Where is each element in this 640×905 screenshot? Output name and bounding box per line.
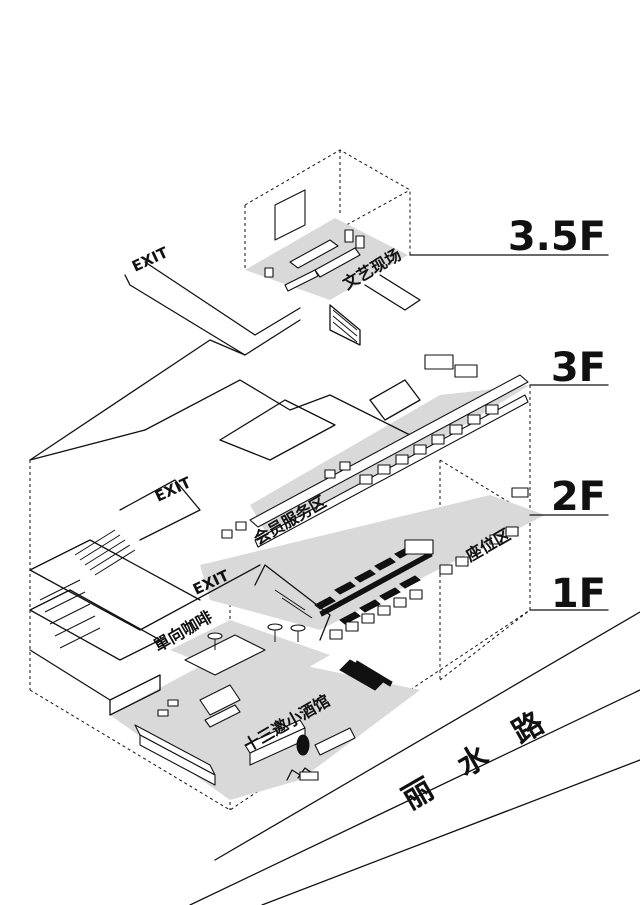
- 2f-seat-blocks: [329, 487, 529, 640]
- road-char-1: 丽: [397, 772, 440, 817]
- floor-3f: [29, 354, 530, 548]
- exit-labels: EXIT EXIT EXIT: [129, 243, 232, 599]
- floor-3-5f: [245, 189, 421, 346]
- road-label: 丽 水 路: [397, 705, 551, 817]
- road: [189, 611, 640, 905]
- floor-label-3f: 3F: [551, 345, 606, 391]
- exit-path-top: [29, 261, 301, 461]
- 2f-dark-seats: [314, 545, 433, 625]
- floor-leaders: [409, 254, 609, 611]
- exit-label-top: EXIT: [129, 243, 171, 276]
- floor-labels: 3.5F 3F 2F 1F: [508, 214, 606, 617]
- road-char-3: 路: [507, 705, 551, 751]
- floor-label-3-5f: 3.5F: [508, 214, 606, 260]
- 3f-seat-blocks: [221, 354, 499, 539]
- floor-2f: [29, 479, 545, 641]
- floor-1f: [29, 579, 420, 800]
- exit-label-middle: EXIT: [152, 473, 194, 506]
- floor-label-1f: 1F: [551, 571, 606, 617]
- floor-label-2f: 2F: [551, 474, 606, 520]
